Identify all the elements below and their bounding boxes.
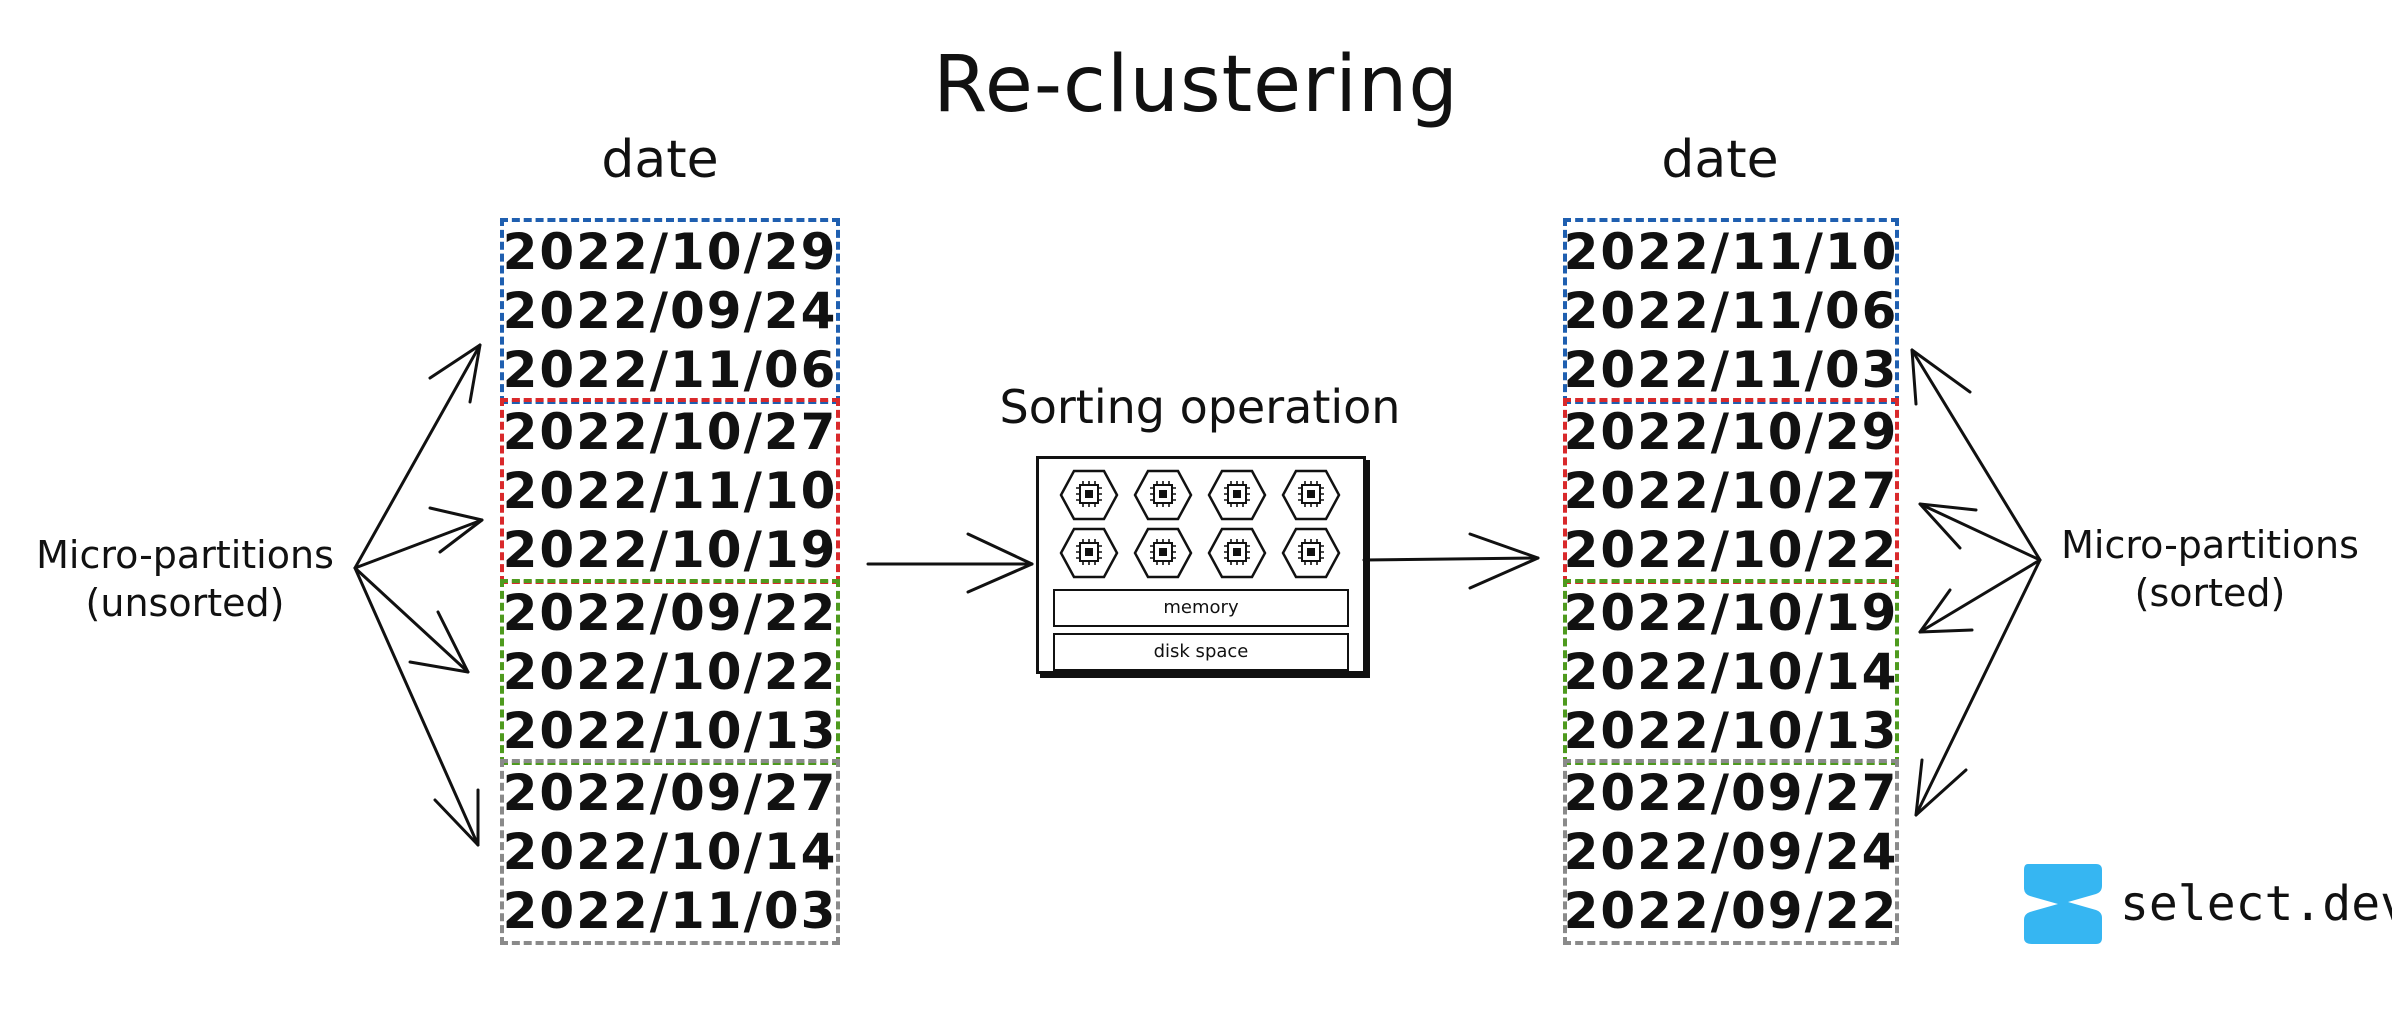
cpu-chip-icon bbox=[1207, 527, 1267, 579]
right-fan-1 bbox=[1910, 348, 2042, 562]
date-value: 2022/11/10 bbox=[1563, 222, 1899, 281]
sorting-machine: memory disk space bbox=[1036, 456, 1366, 674]
unsorted-label: Micro-partitions (unsorted) bbox=[30, 532, 340, 627]
unsorted-label-line2: (unsorted) bbox=[85, 580, 285, 625]
date-value: 2022/09/27 bbox=[1563, 763, 1899, 822]
cpu-chip-icon bbox=[1281, 469, 1341, 521]
date-value: 2022/11/06 bbox=[1563, 281, 1899, 340]
select-dev-logo-icon bbox=[2024, 864, 2102, 944]
cpu-chip-icon bbox=[1133, 527, 1193, 579]
fan-arrow-2 bbox=[353, 518, 484, 570]
date-value: 2022/10/14 bbox=[502, 822, 838, 881]
date-value: 2022/10/27 bbox=[502, 402, 838, 461]
diagram-title: Re-clustering bbox=[933, 40, 1459, 130]
date-value: 2022/11/06 bbox=[502, 341, 838, 400]
date-value: 2022/10/22 bbox=[1563, 521, 1899, 580]
date-value: 2022/10/27 bbox=[1563, 461, 1899, 520]
fan-arrow-3 bbox=[353, 566, 470, 674]
right-column-label: date bbox=[1661, 130, 1779, 190]
right-fan-3 bbox=[1918, 558, 2042, 634]
right-fan-2 bbox=[1918, 502, 2042, 562]
sorting-operation-title: Sorting operation bbox=[999, 380, 1401, 434]
date-value: 2022/10/29 bbox=[1563, 402, 1899, 461]
unsorted-label-line1: Micro-partitions bbox=[36, 533, 334, 577]
sorted-label: Micro-partitions (sorted) bbox=[2055, 522, 2365, 617]
brand-name: select.dev bbox=[2120, 876, 2392, 932]
date-value: 2022/11/10 bbox=[502, 461, 838, 520]
date-value: 2022/10/29 bbox=[502, 222, 838, 281]
date-value: 2022/09/22 bbox=[502, 583, 838, 642]
sorted-label-line2: (sorted) bbox=[2134, 570, 2286, 615]
cpu-chip-icon bbox=[1059, 469, 1119, 521]
fan-arrow-4 bbox=[353, 566, 480, 847]
cpu-chip-icon bbox=[1281, 527, 1341, 579]
disk-space-bar: disk space bbox=[1053, 633, 1349, 671]
date-value: 2022/09/24 bbox=[1563, 822, 1899, 881]
cpu-chip-icon bbox=[1059, 527, 1119, 579]
right-fan-4 bbox=[1914, 558, 2042, 817]
sorted-label-line1: Micro-partitions bbox=[2061, 523, 2359, 567]
date-value: 2022/10/22 bbox=[502, 642, 838, 701]
date-value: 2022/09/27 bbox=[502, 763, 838, 822]
date-value: 2022/09/22 bbox=[1563, 882, 1899, 941]
cpu-chip-icon bbox=[1207, 469, 1267, 521]
date-value: 2022/10/13 bbox=[502, 702, 838, 761]
date-value: 2022/10/19 bbox=[502, 521, 838, 580]
memory-bar: memory bbox=[1053, 589, 1349, 627]
date-value: 2022/11/03 bbox=[502, 882, 838, 941]
date-value: 2022/10/19 bbox=[1563, 583, 1899, 642]
date-value: 2022/10/14 bbox=[1563, 642, 1899, 701]
date-value: 2022/11/03 bbox=[1563, 341, 1899, 400]
output-arrow bbox=[1362, 556, 1540, 562]
date-value: 2022/10/13 bbox=[1563, 702, 1899, 761]
left-column-label: date bbox=[601, 130, 719, 190]
cpu-chip-icon bbox=[1133, 469, 1193, 521]
date-value: 2022/09/24 bbox=[502, 281, 838, 340]
fan-arrow-1 bbox=[353, 343, 482, 570]
